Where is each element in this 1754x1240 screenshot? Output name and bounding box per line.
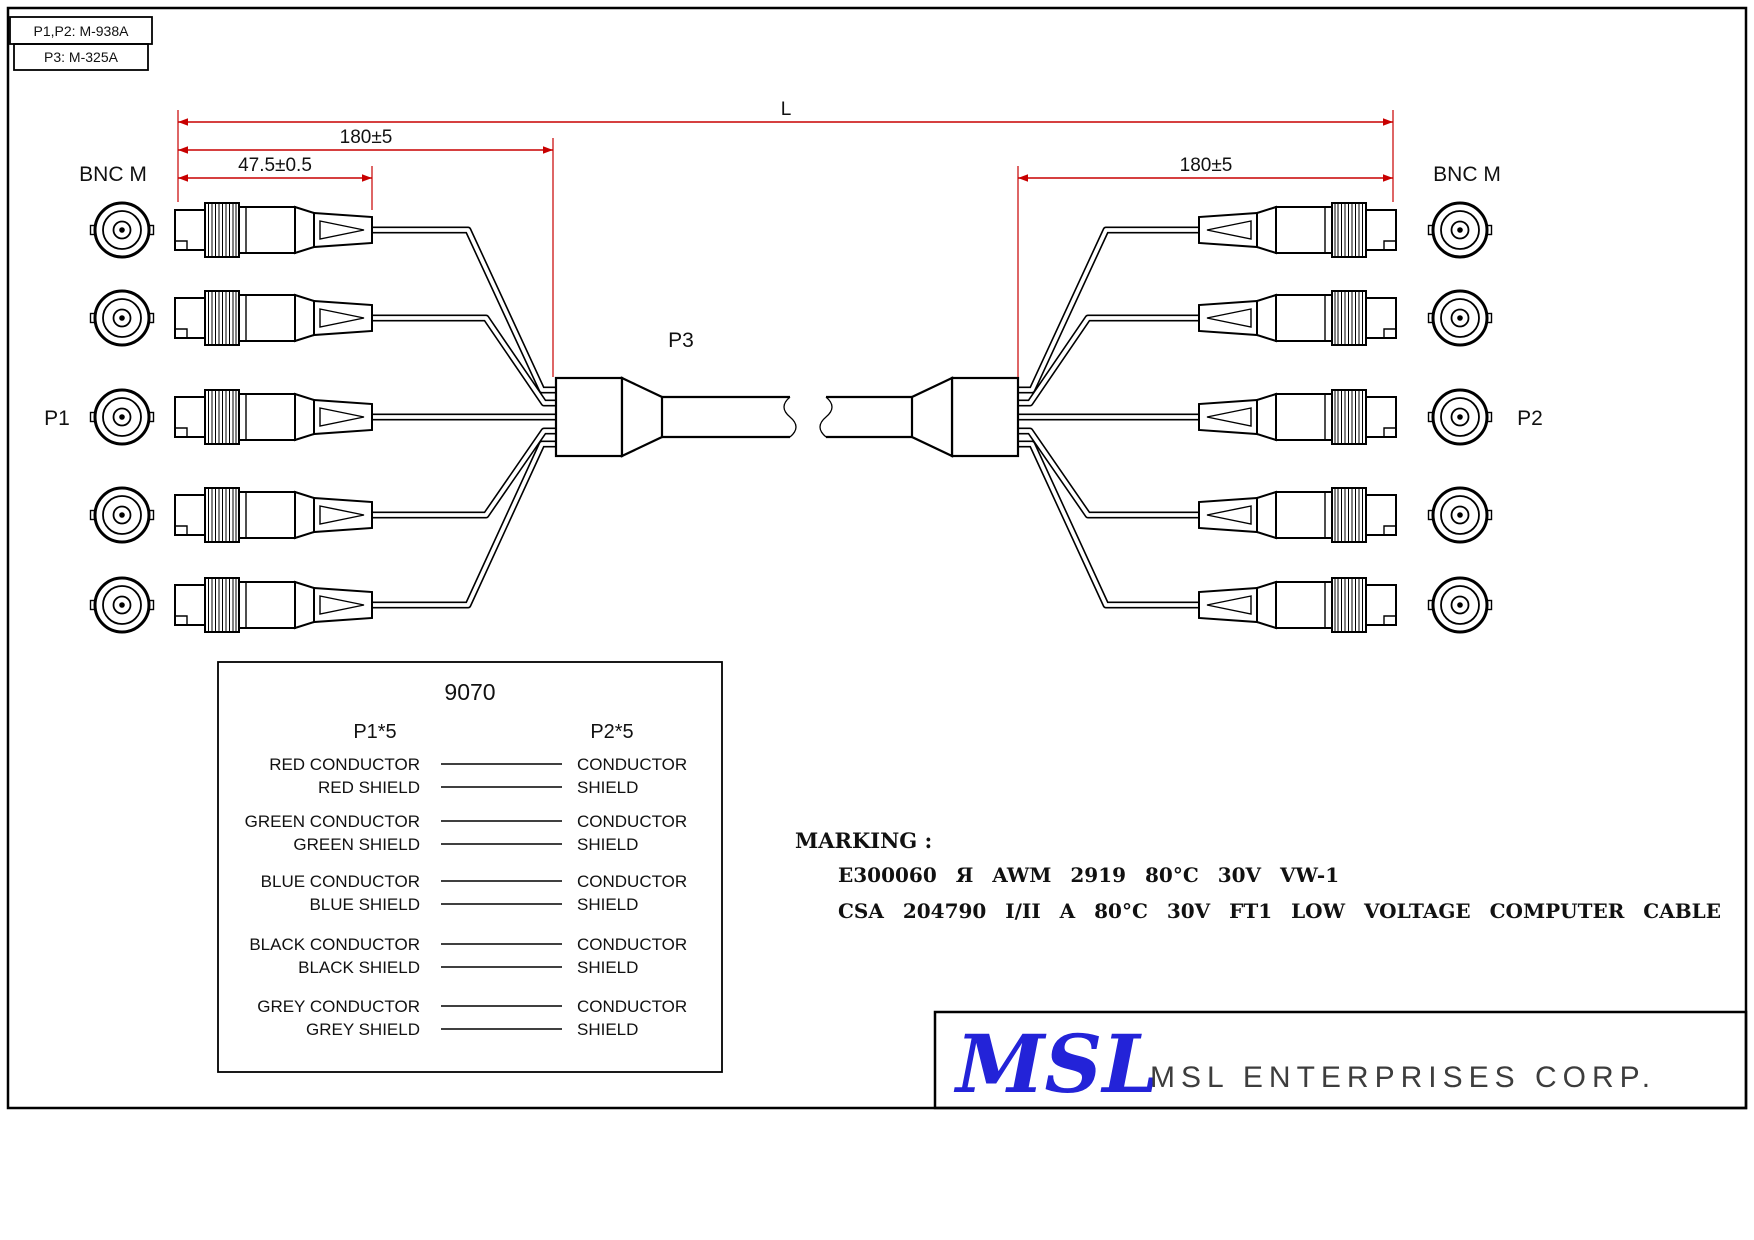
- wiring-row-left-label: BLACK SHIELD: [298, 958, 420, 977]
- bnc-side-icon: [174, 389, 373, 445]
- label-p2: P2: [1517, 407, 1543, 430]
- wiring-row-right-label: CONDUCTOR: [577, 755, 687, 774]
- company-logo: MSL: [953, 1017, 1159, 1111]
- label-p1: P1: [44, 407, 70, 430]
- breakout-wires: [362, 230, 1212, 605]
- dimensions: L 180±5 47.5±0.5 180±5: [177, 99, 1394, 377]
- wiring-row-right-label: SHIELD: [577, 958, 638, 977]
- wiring-row-left-label: RED CONDUCTOR: [269, 755, 420, 774]
- wiring-row-right-label: CONDUCTOR: [577, 872, 687, 891]
- wiring-row-right-label: SHIELD: [577, 835, 638, 854]
- bnc-front-icon: [1427, 576, 1493, 634]
- bnc-side-icon: [174, 290, 373, 346]
- label-bnc-left: BNC M: [79, 163, 147, 186]
- callout-labels: BNC M BNC M P1 P2 P3: [44, 163, 1543, 430]
- wiring-row-left-label: BLUE SHIELD: [309, 895, 420, 914]
- wiring-row-right-label: SHIELD: [577, 778, 638, 797]
- bnc-side-icon: [1198, 202, 1397, 258]
- junction-p3-left: [554, 376, 797, 458]
- bnc-front-icon: [89, 486, 155, 544]
- dim-connector-length: 47.5±0.5: [238, 155, 312, 176]
- wiring-row-left-label: GREY SHIELD: [306, 1020, 420, 1039]
- column-header-p1: P1*5: [353, 721, 396, 743]
- p1-connectors-side-view: [174, 202, 373, 633]
- ref-note-box-2: [13, 43, 149, 71]
- bnc-side-icon: [1198, 487, 1397, 543]
- sheet-border: [6, 6, 1748, 1110]
- cable-break-left: [783, 396, 797, 438]
- bnc-side-icon: [1198, 577, 1397, 633]
- cable-break-right: [819, 396, 833, 438]
- reference-notes: P1,P2: M-938A P3: M-325A: [9, 16, 153, 71]
- title-block: MSL MSL ENTERPRISES CORP.: [933, 1010, 1748, 1111]
- p1-connectors-front-view: [89, 201, 155, 634]
- wiring-row-left-label: BLUE CONDUCTOR: [261, 872, 420, 891]
- bnc-side-icon: [1198, 290, 1397, 346]
- title-block-box: [933, 1010, 1748, 1110]
- marking-section: MARKING : E300060 Я AWM 2919 80°C 30V VW…: [795, 828, 1721, 923]
- marking-title: MARKING :: [795, 828, 932, 853]
- bnc-front-icon: [89, 289, 155, 347]
- part-number: 9070: [444, 679, 495, 705]
- bnc-front-icon: [1427, 388, 1493, 446]
- wiring-row-right-label: CONDUCTOR: [577, 812, 687, 831]
- bnc-front-icon: [1427, 486, 1493, 544]
- junction-p3-right: [819, 376, 1020, 458]
- marking-line-1: E300060 Я AWM 2919 80°C 30V VW-1: [838, 863, 1339, 887]
- dim-overall-length: L: [781, 99, 792, 120]
- label-p3: P3: [668, 329, 694, 352]
- column-header-p2: P2*5: [590, 721, 633, 743]
- p2-connectors-side-view: [1198, 202, 1397, 633]
- bnc-front-icon: [89, 201, 155, 259]
- wiring-row-right-label: SHIELD: [577, 1020, 638, 1039]
- wiring-row-right-label: CONDUCTOR: [577, 997, 687, 1016]
- bnc-front-icon: [89, 388, 155, 446]
- ref-note-connectors: P1,P2: M-938A: [34, 23, 130, 39]
- marking-line-2: CSA 204790 I/II A 80°C 30V FT1 LOW VOLTA…: [838, 899, 1721, 923]
- wiring-table-box: [217, 661, 723, 1073]
- bnc-side-icon: [174, 577, 373, 633]
- bnc-side-icon: [1198, 389, 1397, 445]
- ref-note-junction: P3: M-325A: [44, 49, 119, 65]
- label-bnc-right: BNC M: [1433, 163, 1501, 186]
- dim-right-breakout: 180±5: [1180, 155, 1233, 176]
- wiring-rows: RED CONDUCTOR CONDUCTOR RED SHIELD SHIELD GR…: [245, 755, 688, 1039]
- bnc-side-icon: [174, 202, 373, 258]
- wiring-row-right-label: SHIELD: [577, 895, 638, 914]
- bnc-front-icon: [89, 576, 155, 634]
- wiring-row-left-label: GREEN SHIELD: [293, 835, 420, 854]
- wiring-row-right-label: CONDUCTOR: [577, 935, 687, 954]
- p2-connectors-front-view: [1427, 201, 1493, 634]
- company-name: MSL ENTERPRISES CORP.: [1150, 1061, 1656, 1094]
- wiring-row-left-label: BLACK CONDUCTOR: [249, 935, 420, 954]
- bnc-front-icon: [1427, 289, 1493, 347]
- bnc-front-icon: [1427, 201, 1493, 259]
- dim-left-breakout: 180±5: [340, 127, 393, 148]
- wiring-row-left-label: RED SHIELD: [318, 778, 420, 797]
- wiring-row-left-label: GREEN CONDUCTOR: [245, 812, 420, 831]
- bnc-side-icon: [174, 487, 373, 543]
- wiring-row-left-label: GREY CONDUCTOR: [257, 997, 420, 1016]
